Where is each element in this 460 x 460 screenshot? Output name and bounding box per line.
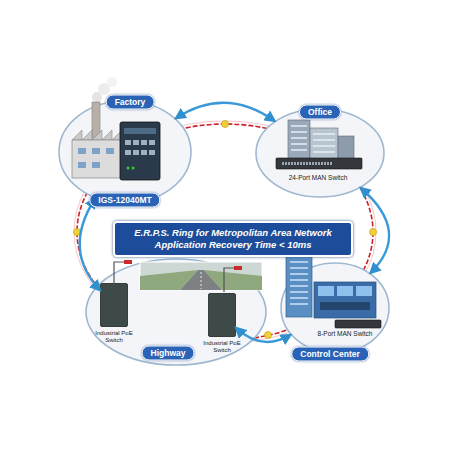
diagram-title: E.R.P.S. Ring for Metropolitan Area Netw… <box>113 221 353 257</box>
camera <box>124 260 132 264</box>
cabinet-outline <box>100 283 128 327</box>
office-site: Office 24-Port MAN Switch <box>255 108 385 198</box>
link-arrow <box>80 199 100 291</box>
link-arrow <box>361 188 389 273</box>
platform-outline <box>58 100 192 204</box>
site-label: Office <box>299 105 341 120</box>
platform-outline <box>255 108 385 198</box>
cabinet-body <box>209 294 236 337</box>
link-dot <box>370 229 377 236</box>
site-platform <box>256 109 384 197</box>
device-label: 24-Port MAN Switch <box>289 174 348 182</box>
site-platform <box>59 101 191 203</box>
site-label: Control Center <box>291 347 369 362</box>
poe-switch-cabinet: Industrial PoE Switch <box>208 293 236 337</box>
smoke <box>98 83 110 95</box>
link-dot <box>222 121 229 128</box>
control-center-site: 8-Port MAN SwitchControl Center <box>280 262 390 354</box>
cabinet-outline <box>208 293 236 337</box>
site-label: Factory <box>106 95 155 110</box>
device-label: 8-Port MAN Switch <box>318 330 373 338</box>
smoke <box>107 77 117 87</box>
smoke <box>92 92 102 102</box>
factory-site: FactoryIGS-12040MT <box>58 100 192 204</box>
site-label: Highway <box>142 346 195 361</box>
site-label: IGS-12040MT <box>89 193 160 208</box>
highway-site: HighwayIndustrial PoE SwitchIndustrial P… <box>85 258 267 366</box>
device-label: Industrial PoE Switch <box>92 330 136 344</box>
link-dot <box>265 332 272 339</box>
device-label: Industrial PoE Switch <box>200 340 244 354</box>
platform-outline <box>280 262 390 354</box>
site-platform <box>281 263 389 353</box>
poe-switch-cabinet: Industrial PoE Switch <box>100 283 128 327</box>
cabinet-body <box>101 284 128 327</box>
link-dot <box>74 229 81 236</box>
camera <box>234 266 242 270</box>
site-platform <box>86 259 266 365</box>
link-arrow <box>176 103 275 121</box>
